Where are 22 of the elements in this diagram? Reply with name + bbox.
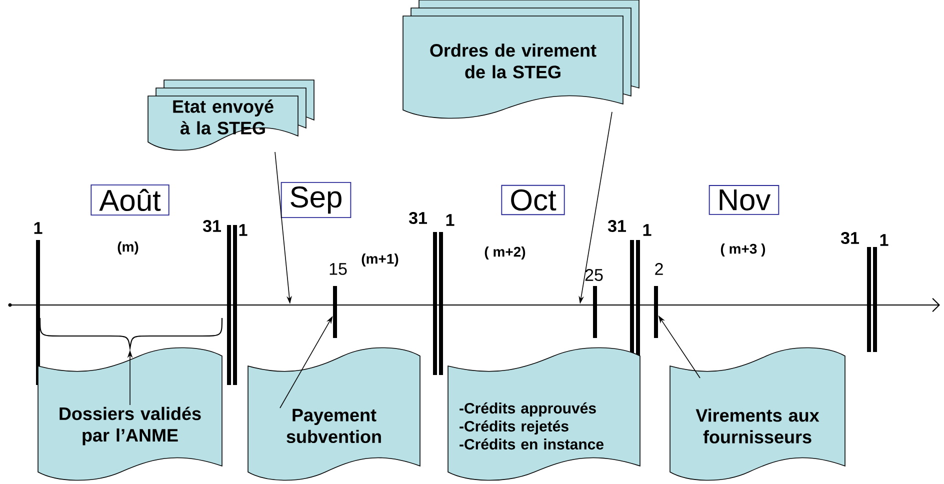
day-label: 1 <box>239 224 248 236</box>
day-number: 2 <box>655 263 663 275</box>
month-box: Août <box>90 184 170 216</box>
day-label: 31 <box>840 232 859 244</box>
day-label: 31 <box>408 212 427 224</box>
document-stack: Etat envoyé à la STEG <box>148 80 314 151</box>
day-number: 15 <box>330 263 347 275</box>
day-label: 1 <box>446 214 454 226</box>
day-label: 1 <box>643 224 652 236</box>
day-label: 1 <box>880 234 888 246</box>
day-label: 31 <box>608 220 626 232</box>
day-label: (m+1) <box>362 253 398 267</box>
day-label: ( m+3 ) <box>720 243 766 257</box>
day-label: 25 <box>585 268 603 281</box>
day-label: 31 <box>202 220 221 232</box>
month-box: Oct <box>501 184 565 216</box>
day-label: ( m+2) <box>484 246 526 260</box>
document-stack: Ordres de virement de la STEG <box>402 0 640 119</box>
month-box: Sep <box>280 182 352 218</box>
month-box: Nov <box>708 185 780 215</box>
day-label: 1 <box>34 222 42 234</box>
day-label: (m) <box>118 241 138 255</box>
